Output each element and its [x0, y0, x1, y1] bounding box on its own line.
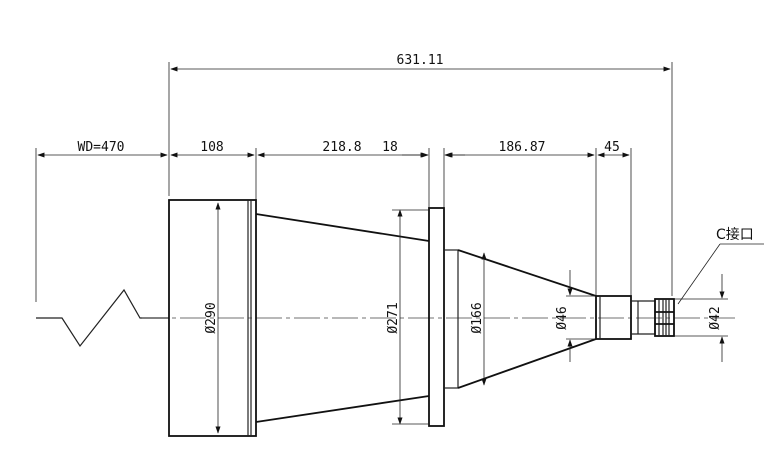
diameter-290-label: Ø290: [204, 302, 219, 333]
dim-45-label: 45: [604, 140, 620, 155]
dim-186-label: 186.87: [499, 140, 546, 155]
diameter-46-label: Ø46: [555, 306, 570, 329]
diameter-271: Ø271: [386, 209, 429, 425]
lens-body: [168, 199, 675, 437]
diameter-290: Ø290: [204, 202, 221, 434]
c-mount-callout: C接口: [677, 226, 764, 305]
c-mount-label: C接口: [716, 226, 754, 243]
diameter-271-label: Ø271: [386, 302, 401, 333]
dim-18-label: 18: [382, 140, 398, 155]
dim-row: WD=470 108 218.8 18 186.87 45: [35, 140, 632, 302]
dim-overall: 631.11: [168, 53, 673, 296]
diameter-42-label: Ø42: [708, 306, 723, 329]
diameter-166-label: Ø166: [470, 302, 485, 333]
dim-wd-label: WD=470: [78, 140, 125, 155]
diameter-166: Ø166: [470, 252, 487, 386]
dim-overall-label: 631.11: [397, 53, 444, 68]
diameter-46: Ø46: [555, 270, 596, 362]
dim-218-label: 218.8: [322, 140, 361, 155]
diameter-42: Ø42: [674, 274, 728, 362]
dim-108-label: 108: [200, 140, 223, 155]
